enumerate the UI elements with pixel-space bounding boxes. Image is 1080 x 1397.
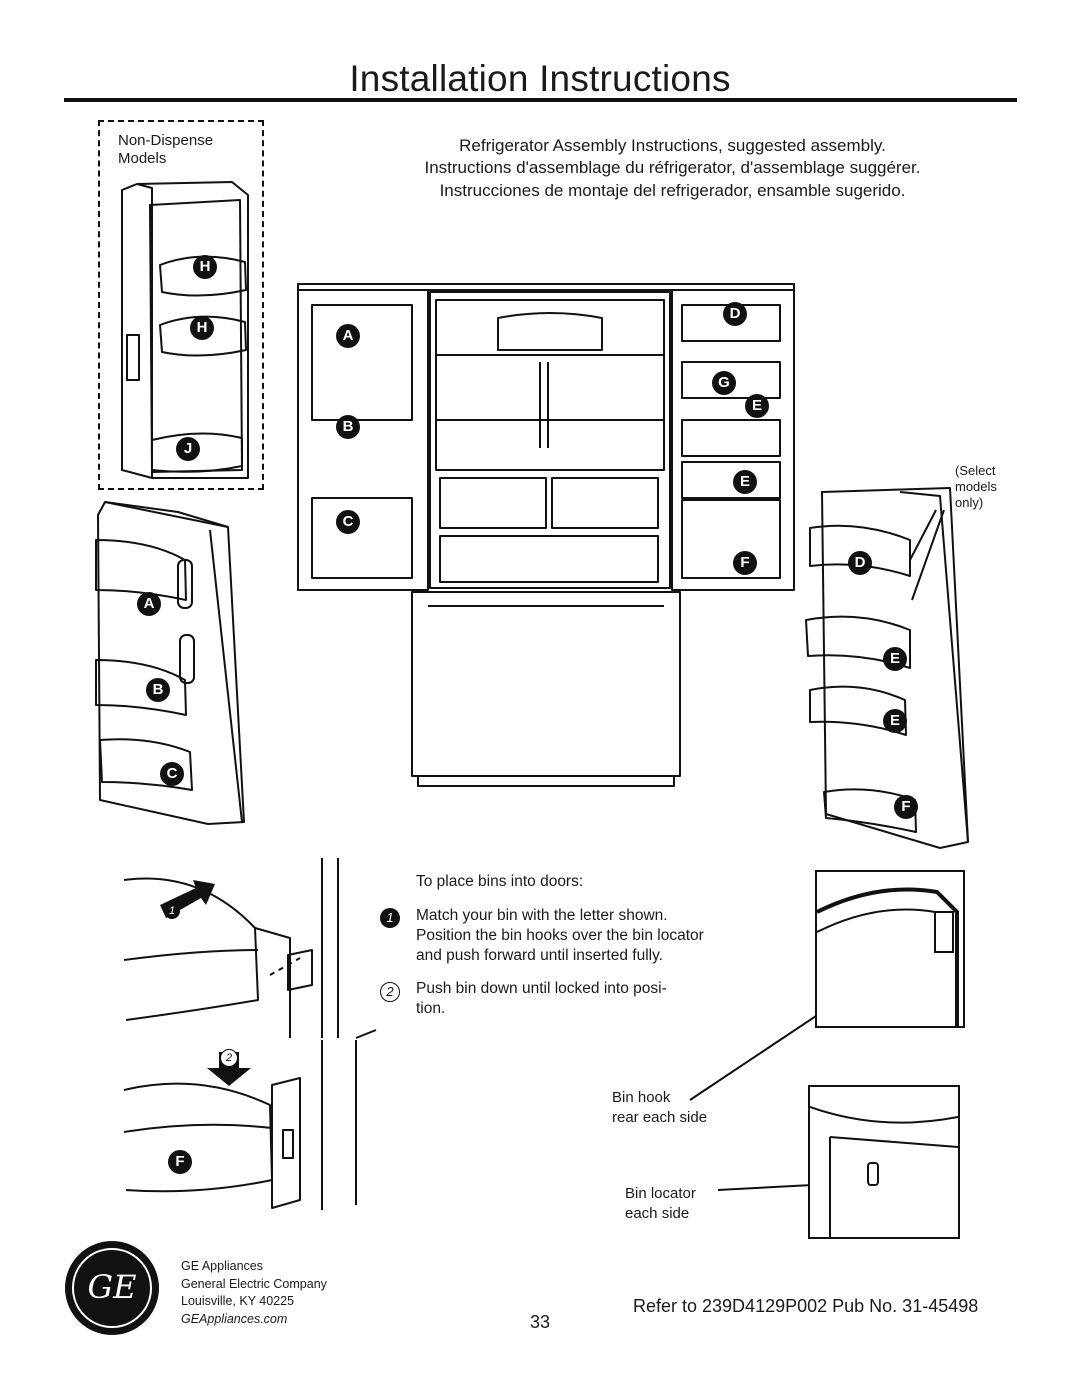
fridge-body bbox=[297, 283, 795, 787]
bin-letter-badge: C bbox=[160, 762, 184, 786]
bin-hook-label: Bin hook rear each side bbox=[612, 1089, 708, 1126]
step2-text: Push bin down until locked into posi- ti… bbox=[416, 980, 667, 1017]
header-english: Refrigerator Assembly Instructions, sugg… bbox=[459, 136, 886, 155]
detail-step1-badge: 1 bbox=[164, 903, 180, 919]
bin-letter-badge: F bbox=[733, 551, 757, 575]
non-dispense-label: Non-Dispense Models bbox=[118, 132, 214, 167]
bin-letter-badge: D bbox=[723, 302, 747, 326]
bin-letter-badge: H bbox=[193, 255, 217, 279]
step1-number: 1 bbox=[380, 908, 400, 928]
bin-letter-badge: B bbox=[336, 415, 360, 439]
reference-number: Refer to 239D4129P002 Pub No. 31-45498 bbox=[633, 1296, 979, 1316]
bin-locator-label: Bin locator each side bbox=[625, 1185, 696, 1222]
bin-letter-badge: D bbox=[848, 551, 872, 575]
step1-text: Match your bin with the letter shown. Po… bbox=[416, 907, 704, 964]
instructions-heading: To place bins into doors: bbox=[416, 873, 584, 890]
page-number: 33 bbox=[530, 1312, 551, 1332]
bin-hook-closeup bbox=[815, 870, 965, 1028]
left-door bbox=[95, 501, 245, 825]
right-door bbox=[805, 487, 969, 849]
non-dispense-door bbox=[121, 181, 249, 479]
select-models-note: (Select models only) bbox=[955, 463, 997, 510]
bin-letter-badge: F bbox=[894, 795, 918, 819]
website-link[interactable]: GEAppliances.com bbox=[181, 1311, 288, 1326]
bin-letter-badge: G bbox=[712, 371, 736, 395]
page-title: Installation Instructions bbox=[349, 58, 731, 99]
bin-letter-badge: B bbox=[146, 678, 170, 702]
title-rule bbox=[64, 98, 1017, 102]
non-dispense-frame bbox=[98, 120, 264, 490]
bin-locator-closeup bbox=[808, 1085, 960, 1239]
detail-step2 bbox=[123, 1040, 357, 1210]
header-spanish: Instrucciones de montaje del refrigerado… bbox=[439, 181, 906, 200]
bin-letter-badge: C bbox=[336, 510, 360, 534]
bin-letter-badge: E bbox=[883, 647, 907, 671]
bin-letter-badge: E bbox=[745, 394, 769, 418]
header-french: Instructions d'assemblage du réfrigerato… bbox=[424, 158, 921, 177]
bin-letter-badge: H bbox=[190, 316, 214, 340]
company-info: GE Appliances General Electric Company L… bbox=[181, 1258, 327, 1328]
bin-letter-badge: E bbox=[883, 709, 907, 733]
detail-step1 bbox=[123, 858, 377, 1039]
bin-letter-badge: A bbox=[336, 324, 360, 348]
bin-letter-badge: J bbox=[176, 437, 200, 461]
step2-number: 2 bbox=[380, 982, 400, 1002]
bin-letter-badge: F bbox=[168, 1150, 192, 1174]
ge-logo-text: GE bbox=[87, 1268, 137, 1306]
bin-letter-badge: E bbox=[733, 470, 757, 494]
ge-logo bbox=[65, 1241, 159, 1335]
bin-letter-badge: A bbox=[137, 592, 161, 616]
detail-step2-badge: 2 bbox=[220, 1049, 238, 1067]
